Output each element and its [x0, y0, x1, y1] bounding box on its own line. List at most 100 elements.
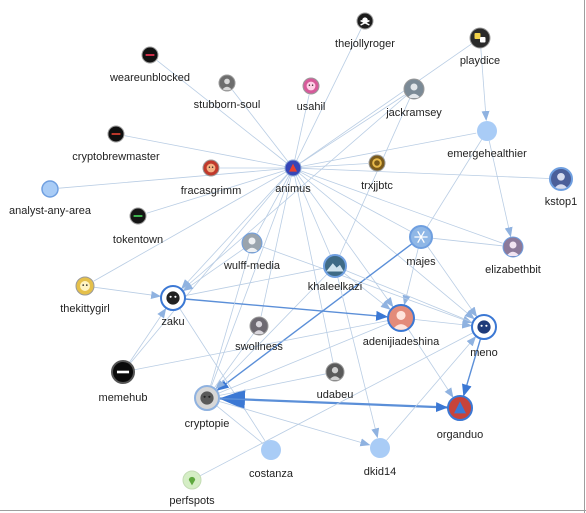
avatar-ring	[129, 207, 147, 225]
node-analyst-any-area[interactable]	[41, 180, 59, 198]
node-costanza[interactable]	[261, 440, 281, 460]
khaleelkazi-avatar-icon	[324, 255, 346, 277]
node-label-meno: meno	[470, 347, 498, 359]
node-adenijiadeshina[interactable]	[387, 304, 415, 332]
edge-adenijiadeshina-to-meno	[413, 319, 473, 329]
node-khaleelkazi[interactable]	[323, 254, 347, 278]
node-circle[interactable]	[477, 121, 497, 141]
edge-animus-to-adenijiadeshina	[297, 174, 394, 308]
node-kstop1[interactable]	[549, 167, 573, 191]
edge-swollness-to-cryptopie	[214, 333, 255, 388]
edge-dkid14-to-meno	[386, 336, 477, 441]
swollness-avatar-icon	[250, 317, 268, 335]
organduo-avatar-icon	[448, 396, 472, 420]
wulff-media-avatar-icon	[242, 233, 262, 253]
node-label-khaleelkazi: khaleelkazi	[308, 281, 362, 293]
node-label-stubborn-soul: stubborn-soul	[194, 99, 261, 111]
node-jackramsey[interactable]	[403, 78, 425, 100]
node-label-dkid14: dkid14	[364, 466, 396, 478]
edge-wulff-media-to-zaku	[182, 248, 245, 292]
edge-animus-to-cryptopie	[211, 175, 291, 386]
edge-wulff-media-to-cryptopie	[210, 252, 250, 386]
node-zaku[interactable]	[160, 285, 186, 311]
thekittygirl-avatar-icon	[76, 277, 94, 295]
cryptopie-avatar-icon	[195, 386, 219, 410]
node-swollness[interactable]	[249, 316, 269, 336]
animus-avatar-icon	[285, 160, 301, 176]
node-dkid14[interactable]	[370, 438, 390, 458]
adenijiadeshina-avatar-icon	[388, 305, 414, 331]
udabeu-avatar-icon	[326, 363, 344, 381]
node-usahil[interactable]	[302, 77, 320, 95]
edge-jackramsey-to-khaleelkazi	[339, 97, 411, 256]
node-fracasgrimm[interactable]	[202, 159, 220, 177]
node-label-perfspots: perfspots	[169, 495, 215, 507]
node-organduo[interactable]	[447, 395, 473, 421]
node-meno[interactable]	[471, 314, 497, 340]
edge-majes-to-meno	[426, 245, 478, 318]
nodes-layer: thejollyroger playdice weareunblocked stubb…	[9, 12, 577, 507]
node-circle[interactable]	[261, 440, 281, 460]
edge-emergehealthier-to-elizabethbit	[488, 140, 513, 238]
node-memehub[interactable]	[111, 360, 135, 384]
node-label-udabeu: udabeu	[317, 389, 354, 401]
edge-zaku-to-khaleelkazi	[184, 267, 324, 297]
avatar-ring	[471, 314, 497, 340]
node-stubborn-soul[interactable]	[218, 74, 236, 92]
avatar-ring	[202, 159, 220, 177]
node-majes[interactable]	[409, 225, 433, 249]
edge-animus-to-trxjjbtc	[300, 163, 369, 168]
edge-animus-to-zaku	[181, 173, 288, 290]
edge-khaleelkazi-to-meno	[345, 269, 473, 323]
avatar-ring	[182, 470, 202, 490]
node-playdice[interactable]	[469, 27, 491, 49]
edge-animus-to-usahil	[294, 94, 310, 161]
edge-majes-to-adenijiadeshina	[402, 247, 419, 306]
avatar-ring	[160, 285, 186, 311]
node-label-organduo: organduo	[437, 429, 484, 441]
node-weareunblocked[interactable]	[141, 46, 159, 64]
node-perfspots[interactable]	[182, 470, 202, 490]
avatar-ring	[447, 395, 473, 421]
avatar-ring	[241, 232, 263, 254]
avatar-ring	[218, 74, 236, 92]
node-circle[interactable]	[370, 438, 390, 458]
node-circle[interactable]	[41, 180, 59, 198]
node-label-animus: animus	[275, 183, 311, 195]
avatar-ring	[249, 316, 269, 336]
node-emergehealthier[interactable]	[477, 121, 497, 141]
frame-right-border	[584, 0, 585, 513]
node-thekittygirl[interactable]	[75, 276, 95, 296]
frame-bottom-border	[0, 510, 586, 511]
edge-animus-to-emergehealthier	[300, 132, 477, 167]
edge-majes-to-cryptopie	[216, 243, 413, 391]
edge-animus-to-jackramsey	[299, 94, 406, 164]
avatar-ring	[549, 167, 573, 191]
node-animus[interactable]	[284, 159, 302, 177]
avatar-ring	[107, 125, 125, 143]
node-label-cryptobrewmaster: cryptobrewmaster	[72, 151, 160, 163]
node-label-costanza: costanza	[249, 468, 294, 480]
node-label-thejollyroger: thejollyroger	[335, 38, 395, 50]
node-cryptobrewmaster[interactable]	[107, 125, 125, 143]
node-thejollyroger[interactable]	[356, 12, 374, 30]
node-tokentown[interactable]	[129, 207, 147, 225]
edge-animus-to-elizabethbit	[300, 170, 503, 244]
node-elizabethbit[interactable]	[502, 236, 524, 258]
thejollyroger-avatar-icon	[357, 13, 373, 29]
fracasgrimm-avatar-icon	[203, 160, 219, 176]
jackramsey-avatar-icon	[404, 79, 424, 99]
edge-playdice-to-emergehealthier	[480, 47, 490, 121]
zaku-avatar-icon	[161, 286, 185, 310]
node-udabeu[interactable]	[325, 362, 345, 382]
node-cryptopie[interactable]	[194, 385, 220, 411]
node-label-memehub: memehub	[99, 392, 148, 404]
node-trxjjbtc[interactable]	[368, 154, 386, 172]
node-label-playdice: playdice	[460, 55, 500, 67]
trxjjbtc-avatar-icon	[369, 155, 385, 171]
avatar-ring	[356, 12, 374, 30]
edge-animus-to-thekittygirl	[93, 171, 287, 282]
node-wulff-media[interactable]	[241, 232, 263, 254]
node-label-weareunblocked: weareunblocked	[109, 72, 190, 84]
